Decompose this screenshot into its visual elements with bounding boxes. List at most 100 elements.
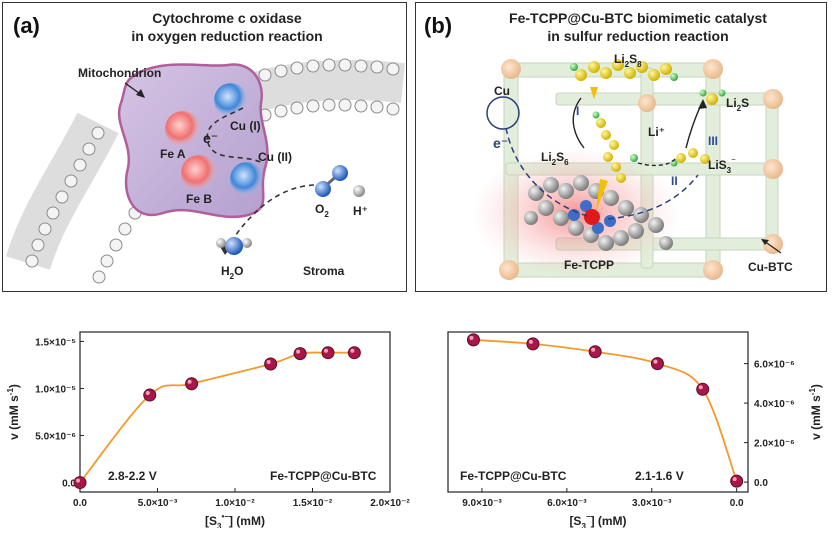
data-point bbox=[73, 476, 87, 490]
data-point-highlight bbox=[528, 339, 533, 344]
step-iii-label: III bbox=[708, 134, 718, 148]
catalyst-label: Fe-TCPP@Cu-BTC bbox=[270, 469, 377, 483]
y-tick-label: 2.0×10⁻⁶ bbox=[754, 439, 795, 450]
data-point-highlight bbox=[266, 360, 271, 364]
panel-b-title-line2: in sulfur reduction reaction bbox=[547, 28, 728, 44]
cu-site-circle bbox=[486, 96, 520, 130]
panel-a-title-line1: Cytochrome c oxidase bbox=[152, 10, 302, 26]
data-point-highlight bbox=[76, 478, 80, 483]
cu-i-center bbox=[214, 83, 248, 117]
y-tick-label: 0.0 bbox=[754, 478, 768, 489]
electron-to-polysulfide-path bbox=[607, 174, 699, 220]
step-ii-label: II bbox=[671, 174, 678, 188]
plot-frame bbox=[447, 331, 749, 493]
voltage-label: 2.8-2.2 V bbox=[108, 469, 157, 483]
step-ii-arrow bbox=[637, 157, 677, 167]
cu-ii-label: Cu (II) bbox=[258, 150, 292, 164]
membrane-lower bbox=[5, 112, 142, 284]
panel-b-illustration: (b) Fe-TCPP@Cu-BTC biomimetic catalyst i… bbox=[424, 10, 793, 280]
x-tick-label: 6.0×10⁻³ bbox=[547, 498, 587, 509]
h-plus-label: H⁺ bbox=[353, 204, 368, 218]
x-tick-label: 5.0×10⁻³ bbox=[138, 498, 178, 509]
fe-b-center bbox=[181, 155, 217, 191]
data-point-highlight bbox=[324, 348, 328, 353]
data-point-highlight bbox=[350, 348, 355, 353]
cu-btc-label: Cu-BTC bbox=[748, 260, 793, 274]
x-axis-label: [S3•−] (mM) bbox=[205, 512, 265, 528]
fe-tcpp-molecule bbox=[524, 175, 673, 251]
x-axis-label: [S3−] (mM) bbox=[569, 512, 626, 528]
cu-btc-pointer bbox=[763, 240, 782, 254]
panel-a-label: (a) bbox=[13, 13, 40, 38]
fe-b-label: Fe B bbox=[186, 192, 212, 206]
y-axis-label: v (mM s-1) bbox=[6, 384, 21, 440]
step-iii-arrowhead bbox=[698, 99, 707, 109]
cu-ii-center bbox=[230, 162, 264, 196]
data-point-highlight bbox=[653, 359, 658, 364]
fe-tcpp-label: Fe-TCPP bbox=[564, 258, 614, 272]
y-tick-label: 5.0×10⁻⁶ bbox=[35, 432, 76, 443]
lis3-label: LiS3⁻ bbox=[708, 156, 736, 175]
electron-label-b: e⁻ bbox=[493, 135, 508, 151]
membrane-upper bbox=[247, 58, 405, 122]
panel-b-title-line1: Fe-TCPP@Cu-BTC biomimetic catalyst bbox=[509, 10, 767, 26]
x-tick-label: 1.5×10⁻² bbox=[293, 498, 333, 509]
data-point bbox=[526, 337, 540, 351]
plot-frame bbox=[79, 331, 391, 493]
data-point bbox=[588, 345, 602, 359]
panel-a-illustration: (a) Cytochrome c oxidase in oxygen reduc… bbox=[5, 10, 405, 284]
electron-path bbox=[206, 107, 264, 164]
li2s-label: Li2S bbox=[726, 96, 749, 113]
data-point-highlight bbox=[698, 385, 703, 390]
electron-spark bbox=[590, 87, 598, 99]
interaction-arrow bbox=[596, 179, 608, 211]
fe-a-label: Fe A bbox=[160, 147, 186, 161]
mitochondrion-label: Mitochondrion bbox=[78, 66, 161, 80]
step-i-label: I bbox=[576, 104, 579, 118]
li2s-molecule bbox=[699, 89, 726, 105]
cu-i-label: Cu (I) bbox=[230, 119, 261, 133]
fe-a-center bbox=[165, 111, 201, 147]
o2-label: O2 bbox=[315, 202, 329, 219]
data-point bbox=[696, 382, 710, 396]
data-point bbox=[143, 388, 157, 402]
data-point bbox=[347, 346, 361, 360]
stroma-label: Stroma bbox=[303, 264, 345, 278]
electron-label: e⁻ bbox=[203, 130, 218, 146]
data-point-highlight bbox=[296, 349, 301, 354]
data-point bbox=[293, 347, 307, 361]
data-point bbox=[185, 377, 199, 391]
data-point-highlight bbox=[732, 477, 737, 482]
data-point bbox=[321, 346, 335, 360]
cu-label: Cu bbox=[494, 84, 510, 98]
h2o-molecule bbox=[216, 237, 252, 255]
data-point bbox=[466, 333, 480, 347]
data-point-highlight bbox=[591, 347, 596, 352]
o2-molecule bbox=[315, 165, 348, 197]
y-tick-label: 1.0×10⁻⁵ bbox=[35, 384, 76, 395]
x-tick-label: 9.0×10⁻³ bbox=[462, 498, 502, 509]
li-ion-sphere bbox=[630, 154, 638, 162]
panel-a-title-line2: in oxygen reduction reaction bbox=[131, 28, 322, 44]
panel-b-biomimetic-catalyst: (b) Fe-TCPP@Cu-BTC biomimetic catalyst i… bbox=[415, 2, 827, 292]
voltage-label: 2.1-1.6 V bbox=[635, 469, 684, 483]
fit-curve bbox=[79, 351, 355, 484]
data-point-highlight bbox=[469, 335, 474, 340]
cu-btc-pointer-head bbox=[761, 239, 769, 245]
li2s6-chain bbox=[592, 111, 626, 183]
data-point bbox=[730, 474, 744, 488]
li-plus-label: Li⁺ bbox=[648, 125, 665, 139]
data-point bbox=[264, 357, 278, 371]
h2o-label: H2O bbox=[221, 264, 243, 281]
li2s8-chain bbox=[570, 59, 678, 81]
fit-curve bbox=[473, 339, 738, 482]
x-tick-label: 1.0×10⁻² bbox=[215, 498, 255, 509]
catalyst-label: Fe-TCPP@Cu-BTC bbox=[460, 469, 567, 483]
y-tick-label: 1.5×10⁻⁵ bbox=[35, 337, 76, 348]
y-tick-label: 6.0×10⁻⁶ bbox=[754, 360, 795, 371]
x-tick-label: 0.0 bbox=[730, 498, 744, 509]
